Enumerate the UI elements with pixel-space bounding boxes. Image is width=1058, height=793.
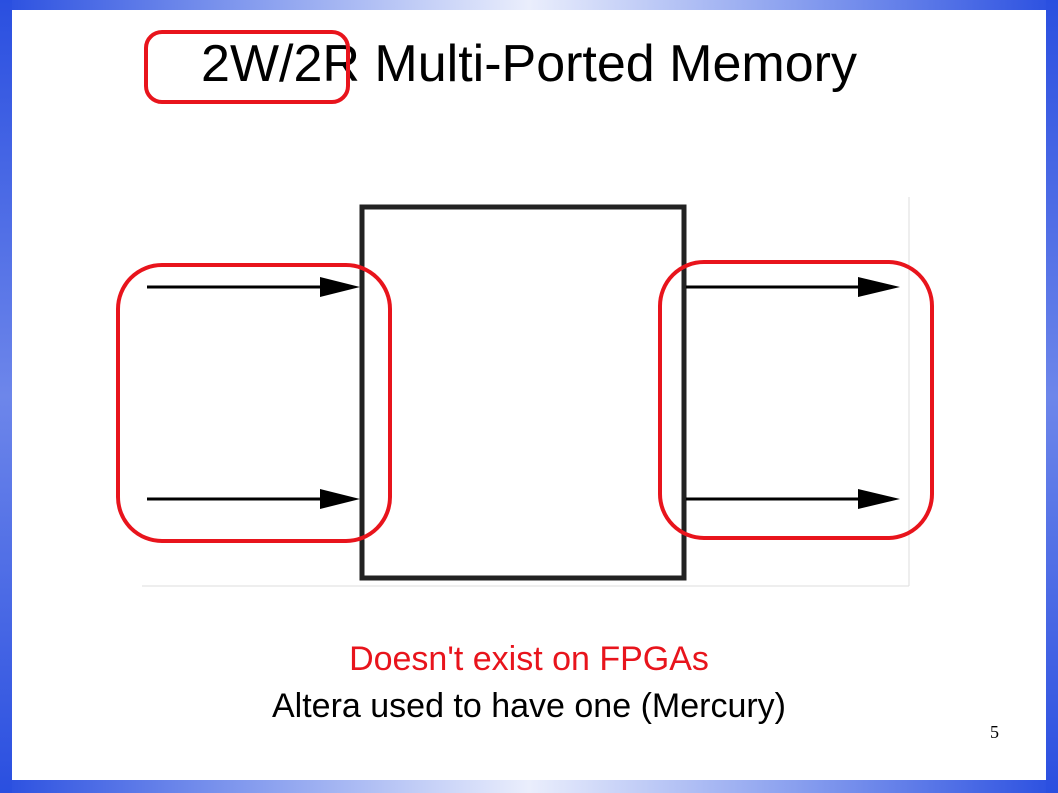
caption-not-on-fpgas: Doesn't exist on FPGAs xyxy=(349,640,709,678)
caption-altera-mercury: Altera used to have one (Mercury) xyxy=(271,687,787,725)
title-highlight-box xyxy=(144,30,350,104)
slide-frame-right xyxy=(1046,0,1058,793)
read-port-arrow-1 xyxy=(686,277,900,297)
write-port-arrow-1 xyxy=(147,277,360,297)
slide-frame-left xyxy=(0,0,12,793)
page-number: 5 xyxy=(990,722,999,742)
memory-block xyxy=(359,204,687,581)
read-ports-highlight xyxy=(658,260,934,540)
write-port-arrow-2 xyxy=(147,489,360,509)
slide-title: 2W/2R Multi-Ported Memory xyxy=(201,35,857,93)
write-ports-highlight xyxy=(116,263,392,543)
read-port-arrow-2 xyxy=(686,489,900,509)
